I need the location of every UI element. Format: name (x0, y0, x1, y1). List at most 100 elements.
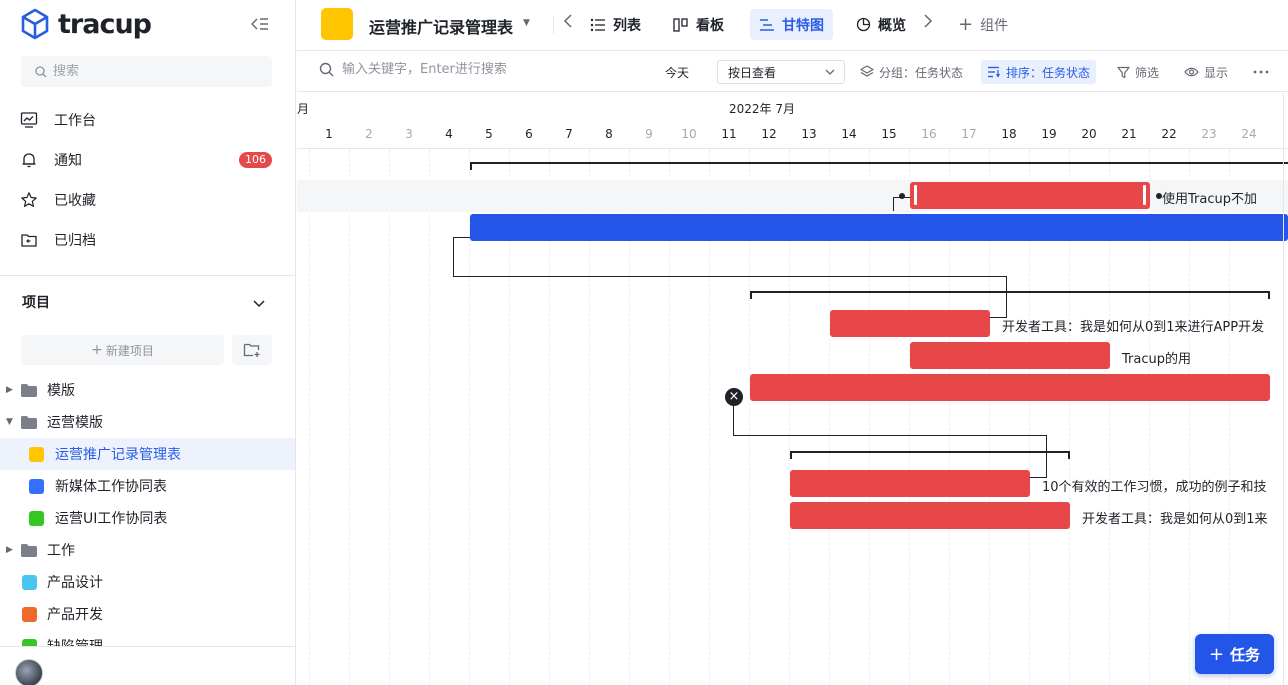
project-color-icon (22, 574, 37, 590)
day-header-divider (297, 148, 1288, 149)
board-icon (673, 17, 688, 32)
gantt-task-bar[interactable] (750, 374, 1270, 401)
dependency-anchor-left[interactable] (899, 193, 905, 199)
today-button[interactable]: 今天 (659, 60, 695, 84)
tree-project-ops-ui[interactable]: 运营UI工作协同表 (0, 502, 295, 534)
grid-line (789, 149, 790, 685)
tab-board[interactable]: 看板 (664, 9, 733, 40)
nav-archived[interactable]: 已归档 (20, 226, 274, 254)
new-folder-button[interactable] (232, 335, 272, 365)
add-folder-icon (243, 343, 260, 357)
day-label: 20 (1081, 127, 1097, 141)
grid-line (309, 149, 310, 685)
day-label: 8 (605, 127, 613, 141)
tree-project-product-dev[interactable]: 产品开发 (0, 598, 295, 630)
sidebar-search-input[interactable] (53, 64, 253, 79)
grid-line (669, 149, 670, 685)
gantt-task-bar[interactable] (790, 470, 1030, 497)
nav-archived-label: 已归档 (54, 233, 96, 249)
filter-button[interactable]: 筛选 (1111, 60, 1165, 84)
tree-label: 运营UI工作协同表 (55, 511, 168, 527)
task-label: 开发者工具：我是如何从0到1来 (1082, 512, 1268, 527)
star-icon (21, 192, 37, 207)
tree-project-ops-promo[interactable]: 运营推广记录管理表 (0, 438, 295, 470)
day-label: 6 (525, 127, 533, 141)
list-icon (590, 18, 605, 31)
tree-folder-templates[interactable]: ▶ 模版 (0, 374, 295, 406)
task-label: 开发者工具：我是如何从0到1来进行APP开发 (1002, 320, 1265, 335)
gantt-vertical-scrollbar[interactable] (1283, 93, 1288, 685)
sort-button[interactable]: 排序：任务状态 (981, 60, 1097, 84)
group-by-label: 分组：任务状态 (879, 65, 964, 80)
search-icon (319, 62, 334, 77)
tab-list[interactable]: 列表 (581, 9, 650, 40)
group-by-button[interactable]: 分组：任务状态 (854, 60, 969, 84)
group-summary-bracket (750, 291, 1270, 299)
grid-line (629, 149, 630, 685)
task-search-input[interactable] (342, 62, 602, 77)
more-options-button[interactable] (1247, 60, 1275, 84)
caret-down-icon[interactable]: ▼ (6, 417, 13, 427)
tree-folder-work[interactable]: ▶ 工作 (0, 534, 295, 566)
notification-count-badge: 106 (239, 152, 272, 168)
grid-line (749, 149, 750, 685)
grid-line (589, 149, 590, 685)
grid-line (1069, 149, 1070, 685)
prev-month-label: 月 (297, 102, 310, 116)
nav-favorites-label: 已收藏 (54, 193, 96, 209)
brand-name: tracup (58, 8, 152, 40)
tree-label: 模版 (47, 383, 75, 399)
gantt-task-bar[interactable] (790, 502, 1070, 529)
eye-icon (1184, 67, 1199, 77)
dependency-line (469, 276, 1007, 318)
view-mode-select[interactable]: 按日查看 (717, 60, 845, 84)
caret-right-icon[interactable]: ▶ (6, 385, 13, 395)
nav-workbench[interactable]: 工作台 (20, 106, 274, 134)
views-scroll-left-icon[interactable] (563, 14, 573, 32)
add-task-label: 任务 (1230, 645, 1261, 664)
grid-line (709, 149, 710, 685)
dependency-anchor-right[interactable] (1156, 193, 1162, 199)
grid-line (869, 149, 870, 685)
day-label: 3 (405, 127, 413, 141)
new-project-button[interactable]: + 新建项目 (21, 335, 224, 365)
search-icon (35, 65, 47, 77)
gantt-task-bar[interactable] (910, 342, 1110, 369)
day-label: 11 (721, 127, 737, 141)
collapse-sidebar-button[interactable] (248, 14, 272, 34)
tree-folder-ops-templates[interactable]: ▼ 运营模版 (0, 406, 295, 438)
display-button[interactable]: 显示 (1178, 60, 1234, 84)
tab-gantt[interactable]: 甘特图 (750, 9, 833, 40)
header-divider (553, 16, 554, 34)
nav-notifications[interactable]: 通知 106 (20, 146, 274, 174)
resize-handle-right[interactable] (1143, 185, 1146, 205)
grid-line (829, 149, 830, 685)
gantt-task-bar[interactable] (910, 182, 1150, 209)
gantt-task-bar[interactable] (470, 214, 1288, 241)
day-label: 16 (921, 127, 937, 141)
grid-line (429, 149, 430, 685)
nav-workbench-label: 工作台 (54, 113, 96, 129)
remove-dependency-icon[interactable]: × (725, 388, 743, 406)
caret-right-icon[interactable]: ▶ (6, 545, 13, 555)
add-component-button[interactable]: + 组件 (949, 9, 1017, 40)
project-menu-caret-icon[interactable]: ▼ (523, 18, 530, 28)
day-label: 24 (1241, 127, 1257, 141)
project-color-icon (29, 446, 44, 462)
sidebar-search (21, 56, 272, 87)
sort-icon (988, 66, 1001, 78)
tab-overview[interactable]: 概览 (847, 9, 915, 40)
avatar[interactable] (15, 659, 43, 685)
tree-project-product-design[interactable]: 产品设计 (0, 566, 295, 598)
project-title[interactable]: 运营推广记录管理表 (369, 18, 514, 37)
tree-project-new-media[interactable]: 新媒体工作协同表 (0, 470, 295, 502)
resize-handle-left[interactable] (914, 185, 917, 205)
gantt-icon (760, 18, 774, 31)
nav-favorites[interactable]: 已收藏 (20, 186, 274, 214)
add-task-button[interactable]: + 任务 (1195, 634, 1274, 674)
nav-notifications-label: 通知 (54, 153, 82, 169)
views-scroll-right-icon[interactable] (923, 14, 933, 32)
projects-collapse-toggle[interactable] (252, 294, 266, 313)
gantt-task-bar[interactable] (830, 310, 990, 337)
